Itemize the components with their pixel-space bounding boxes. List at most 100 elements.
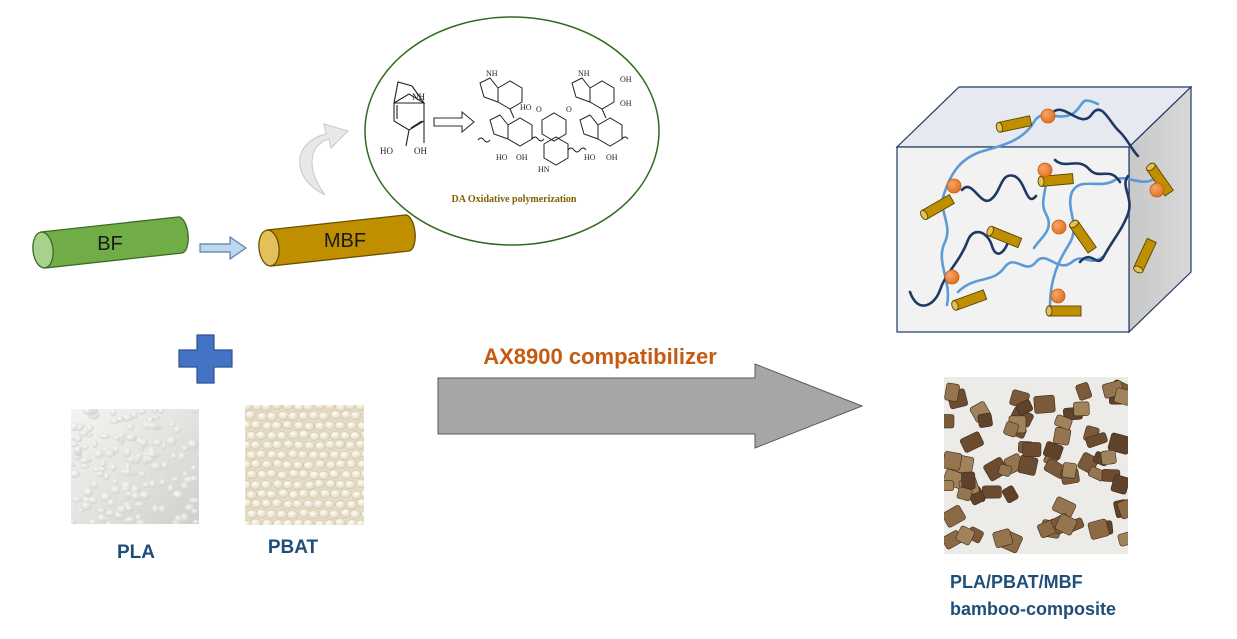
- pla-pellet: [106, 499, 116, 507]
- composite-pellet: [1061, 462, 1077, 479]
- composite-pellet: [1075, 382, 1092, 401]
- pbat-pellet: [276, 509, 288, 519]
- pla-pellet: [109, 418, 120, 424]
- compatibilizer-particles: [944, 108, 1165, 304]
- pbat-pellet: [281, 460, 293, 470]
- pbat-pellet: [360, 430, 364, 439]
- pbat-pellet: [323, 499, 335, 510]
- pbat-pellet: [307, 509, 319, 520]
- mbf-cylinder: [1133, 237, 1157, 274]
- pla-pellet: [177, 452, 187, 462]
- pbat-pellet: [277, 470, 288, 480]
- poly-oh-label-1: OH: [620, 75, 632, 84]
- pbat-pellet: [309, 470, 320, 480]
- pbat-pellet: [293, 440, 305, 450]
- pla-pellet: [150, 462, 162, 471]
- pbat-pellet: [308, 410, 320, 420]
- chemistry-bubble: NH HO OH NH NH O O OH OH: [364, 16, 660, 246]
- pla-pellet: [99, 461, 106, 468]
- pbat-pellet: [304, 441, 315, 451]
- pbat-pellet: [283, 500, 294, 510]
- pla-pellet: [146, 451, 158, 458]
- pbat-pellet: [246, 490, 257, 500]
- pbat-pellet: [339, 450, 351, 461]
- pla-pellet: [137, 438, 149, 448]
- pla-pellet: [88, 519, 98, 524]
- pbat-pellet: [335, 405, 347, 412]
- pla-pellet: [170, 477, 180, 483]
- pbat-pellet: [335, 500, 347, 510]
- pbat-pellet: [308, 489, 320, 499]
- monomer-nh-label: NH: [412, 92, 425, 102]
- pla-pellet: [166, 436, 177, 446]
- pla-pellet: [126, 456, 136, 463]
- pbat-pellet: [324, 405, 336, 411]
- pbat-pellet: [255, 430, 267, 440]
- pla-pellet: [105, 509, 115, 517]
- pla-pellet: [82, 443, 89, 451]
- pbat-pellet: [282, 480, 294, 490]
- pla-pellet: [100, 492, 112, 503]
- composite-pellet: [1003, 421, 1020, 438]
- pbat-pellet: [314, 459, 326, 469]
- composite-pellet: [1073, 401, 1090, 417]
- composite-pellet: [944, 451, 963, 471]
- pla-pellet: [173, 425, 182, 434]
- mbf-cylinder: [995, 115, 1033, 133]
- pbat-pellet: [255, 449, 267, 459]
- pbat-pellet: [340, 410, 352, 420]
- pbat-pellet: [246, 450, 257, 460]
- pbat-pellet: [344, 480, 356, 490]
- pbat-pellet: [330, 431, 342, 441]
- pbat-pellet: [356, 498, 364, 508]
- pla-pellet: [77, 430, 89, 437]
- pbat-pellet: [350, 449, 362, 459]
- pbat-pellet: [246, 509, 258, 519]
- pbat-pellet: [266, 431, 278, 441]
- pbat-pellet: [246, 431, 257, 441]
- pla-pellet: [90, 480, 99, 489]
- pbat-pellet: [303, 499, 315, 509]
- pla-chains: [908, 108, 1140, 307]
- pbat-pellet: [314, 405, 326, 410]
- pbat-pellet: [260, 480, 272, 490]
- pbat-pellet: [349, 431, 361, 441]
- pbat-pellet: [330, 410, 342, 420]
- pbat-pellet: [308, 450, 320, 460]
- pla-pellet: [110, 485, 120, 495]
- mbf-cylinders: [920, 115, 1174, 317]
- pbat-pellet: [292, 499, 304, 509]
- poly-ho-label-3: HO: [584, 153, 596, 162]
- composite-pellet: [998, 463, 1012, 477]
- composite-pellet: [1015, 399, 1034, 416]
- pbat-pellet: [276, 450, 288, 460]
- product-label-line2: bamboo-composite: [950, 599, 1116, 619]
- pbat-pellet: [271, 405, 283, 410]
- pbat-pellets-image: [245, 405, 364, 525]
- curved-arrow: [299, 123, 349, 196]
- pbat-pellet: [314, 519, 326, 525]
- pbat-pellet: [350, 469, 362, 479]
- pbat-pellet: [313, 479, 325, 489]
- pbat-pellet: [318, 431, 330, 441]
- compatibilizer-label: AX8900 compatibilizer: [483, 344, 717, 369]
- pla-pellet: [138, 409, 146, 416]
- pbat-pellet: [313, 499, 325, 509]
- pla-pellet: [180, 513, 189, 523]
- pbat-pellet: [346, 421, 358, 431]
- composite-pellet: [1110, 474, 1128, 495]
- pbat-pellet: [302, 405, 314, 412]
- pbat-pellet: [360, 510, 364, 519]
- pbat-pellet: [314, 441, 326, 451]
- composite-pellet: [1113, 387, 1128, 406]
- composite-pellet: [1107, 432, 1128, 455]
- pla-pellet: [121, 413, 134, 422]
- composite-pellet: [955, 525, 975, 546]
- pbat-pellet: [324, 519, 335, 525]
- pla-pellet: [71, 441, 79, 448]
- pla-pellet: [151, 504, 160, 514]
- pla-pellet: [76, 423, 84, 432]
- composite-pellet: [1116, 499, 1128, 520]
- pbat-pellet: [324, 420, 336, 430]
- pla-pellet: [191, 508, 199, 515]
